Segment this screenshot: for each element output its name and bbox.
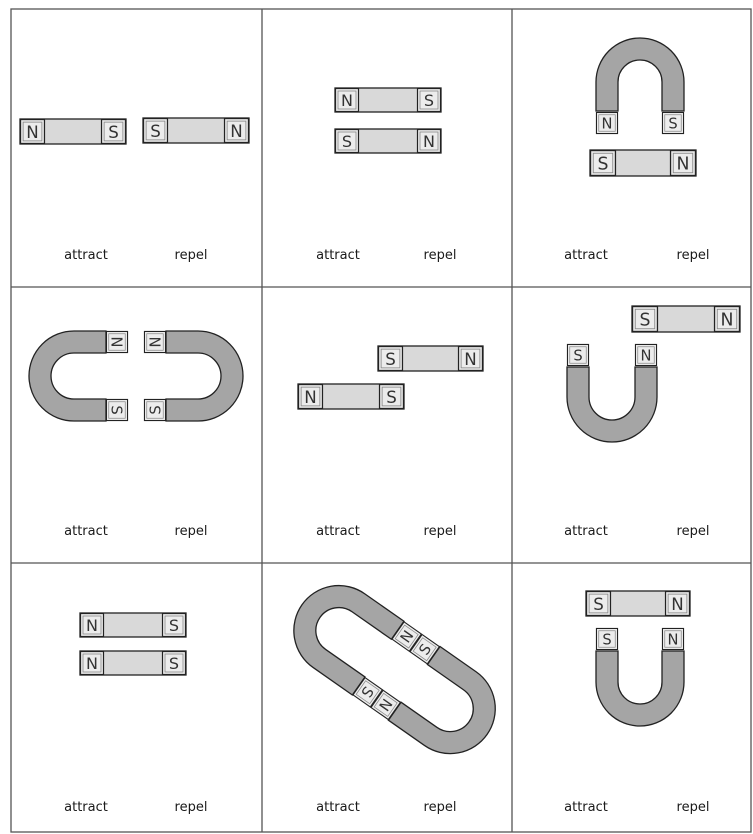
question-5: attract repel xyxy=(298,346,483,539)
repel-option[interactable]: repel xyxy=(175,248,208,263)
pole-north xyxy=(635,344,656,365)
pole-north xyxy=(144,331,165,352)
pole-south xyxy=(102,120,126,144)
pole-north xyxy=(671,151,696,176)
question-6: attract repel xyxy=(564,306,740,539)
bar-magnet-ns-bottom xyxy=(80,651,186,675)
pole-south xyxy=(163,614,186,637)
pole-north xyxy=(21,120,45,144)
repel-option[interactable]: repel xyxy=(677,248,710,263)
pole-south xyxy=(144,399,165,420)
pole-north xyxy=(666,592,690,616)
pole-south xyxy=(163,652,186,675)
question-7: attract repel xyxy=(64,613,207,815)
pole-south xyxy=(591,151,616,176)
pole-north xyxy=(715,307,740,332)
pole-north xyxy=(81,652,104,675)
pole-south xyxy=(144,119,168,143)
attract-option[interactable]: attract xyxy=(316,248,360,263)
pole-south xyxy=(106,399,127,420)
pole-north xyxy=(662,628,683,649)
pole-south xyxy=(380,385,404,409)
attract-option[interactable]: attract xyxy=(64,248,108,263)
bar-magnet-sn xyxy=(632,306,740,332)
horseshoe-magnet xyxy=(567,344,657,442)
bar-magnet-ns xyxy=(298,384,404,409)
pole-south xyxy=(596,628,617,649)
pole-north xyxy=(596,112,617,133)
repel-option[interactable]: repel xyxy=(175,524,208,539)
attract-option[interactable]: attract xyxy=(564,248,608,263)
pole-south xyxy=(379,347,403,371)
pole-north xyxy=(299,385,323,409)
pole-south xyxy=(662,112,683,133)
pole-south xyxy=(633,307,658,332)
pole-south xyxy=(587,592,611,616)
question-2: attract repel xyxy=(316,88,456,263)
pole-south xyxy=(336,130,359,153)
repel-option[interactable]: repel xyxy=(677,800,710,815)
horseshoe-magnet-left xyxy=(29,331,128,421)
attract-option[interactable]: attract xyxy=(316,524,360,539)
horseshoe-magnet-right xyxy=(144,331,243,421)
bar-magnet-sn xyxy=(586,591,690,616)
pole-north xyxy=(225,119,249,143)
repel-option[interactable]: repel xyxy=(677,524,710,539)
attract-option[interactable]: attract xyxy=(64,800,108,815)
bar-magnet-sn xyxy=(143,118,249,143)
pole-north xyxy=(418,130,441,153)
horseshoe-magnet xyxy=(596,38,684,134)
pole-north xyxy=(459,347,483,371)
bar-magnet-ns xyxy=(335,88,441,112)
question-3: attract repel xyxy=(564,38,709,263)
repel-option[interactable]: repel xyxy=(424,248,457,263)
bar-magnet-ns-top xyxy=(80,613,186,637)
horseshoe-magnet-right xyxy=(371,634,513,771)
question-1: attract repel xyxy=(20,118,249,263)
horseshoe-magnet xyxy=(596,628,684,726)
pole-north xyxy=(336,89,359,112)
bar-magnet-sn xyxy=(335,129,441,153)
question-9: attract repel xyxy=(564,591,709,815)
horseshoe-magnet-left xyxy=(276,568,421,707)
repel-option[interactable]: repel xyxy=(424,800,457,815)
bar-magnet-sn xyxy=(378,346,483,371)
bar-magnet-sn xyxy=(590,150,696,176)
question-4: attract repel xyxy=(29,331,243,539)
question-8: attract repel xyxy=(276,568,513,815)
bar-magnet-ns xyxy=(20,119,126,144)
pole-south xyxy=(567,344,588,365)
attract-option[interactable]: attract xyxy=(564,800,608,815)
pole-north xyxy=(106,331,127,352)
attract-option[interactable]: attract xyxy=(316,800,360,815)
attract-option[interactable]: attract xyxy=(64,524,108,539)
repel-option[interactable]: repel xyxy=(175,800,208,815)
attract-option[interactable]: attract xyxy=(564,524,608,539)
pole-south xyxy=(418,89,441,112)
repel-option[interactable]: repel xyxy=(424,524,457,539)
pole-north xyxy=(81,614,104,637)
